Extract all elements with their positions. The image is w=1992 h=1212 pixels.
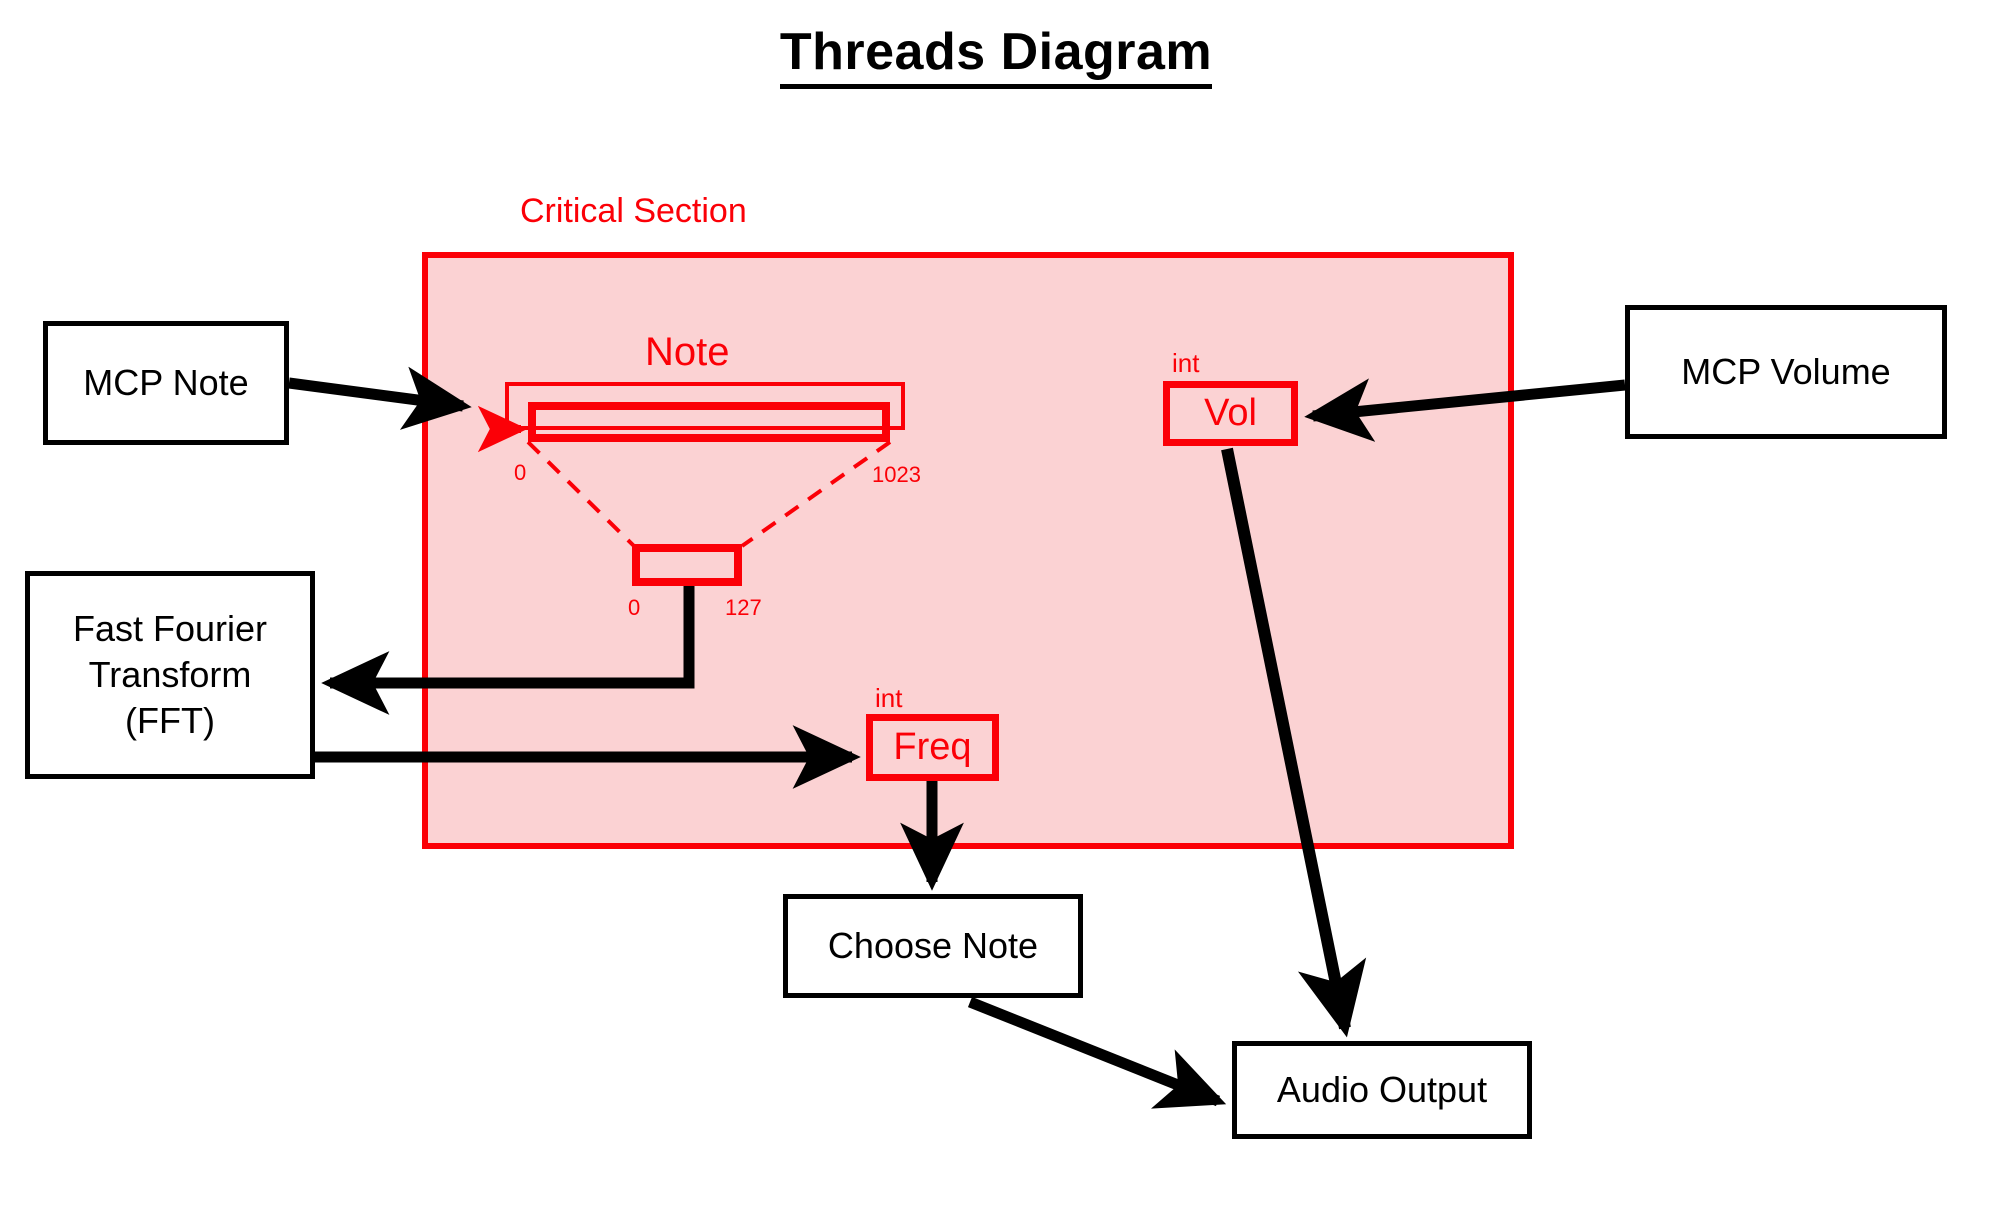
mcp-note-label: MCP Note — [83, 361, 249, 403]
edge-note-range-left-dashed — [526, 440, 636, 548]
edge-choose-note-to-audio-output — [967, 996, 1227, 1109]
fft-box: Fast Fourier Transform (FFT) — [25, 571, 315, 779]
mcp-volume-label: MCP Volume — [1681, 350, 1891, 392]
choose-note-label: Choose Note — [827, 924, 1039, 966]
critical-section-label: Critical Section — [520, 192, 747, 230]
note-buffer-min-label: 0 — [514, 460, 527, 485]
fft-label-line2: Transform — [88, 653, 252, 695]
note-buffer-bar — [528, 402, 890, 442]
edge-note-to-fft — [321, 586, 695, 715]
choose-note-box: Choose Note — [783, 894, 1083, 998]
mcp-volume-box: MCP Volume — [1625, 305, 1947, 439]
page-title-text: Threads Diagram — [779, 23, 1213, 89]
note-index-max-label: 127 — [725, 595, 762, 620]
fft-label-line3: (FFT) — [125, 700, 215, 742]
edge-mcp-note-to-note — [288, 366, 472, 430]
mcp-note-box: MCP Note — [43, 321, 289, 445]
note-index-box — [632, 544, 742, 586]
edge-mcp-volume-to-vol — [1304, 378, 1626, 442]
note-label: Note — [645, 330, 730, 374]
vol-label: Vol — [1204, 392, 1257, 434]
freq-type-label: int — [875, 683, 903, 713]
page-title: Threads Diagram — [0, 22, 1992, 89]
note-index-min-label: 0 — [628, 595, 641, 620]
edge-vol-to-audio-output — [1221, 447, 1367, 1038]
critical-section-region — [422, 252, 1514, 849]
freq-label: Freq — [893, 726, 972, 768]
note-buffer-max-label: 1023 — [872, 462, 921, 487]
audio-output-label: Audio Output — [1276, 1068, 1488, 1110]
freq-box: Freq — [866, 714, 999, 781]
audio-output-box: Audio Output — [1232, 1041, 1532, 1139]
fft-label-line1: Fast Fourier — [72, 607, 268, 649]
vol-type-label: int — [1172, 348, 1200, 378]
edge-note-range-right-dashed — [740, 440, 892, 548]
vol-box: Vol — [1163, 381, 1298, 446]
